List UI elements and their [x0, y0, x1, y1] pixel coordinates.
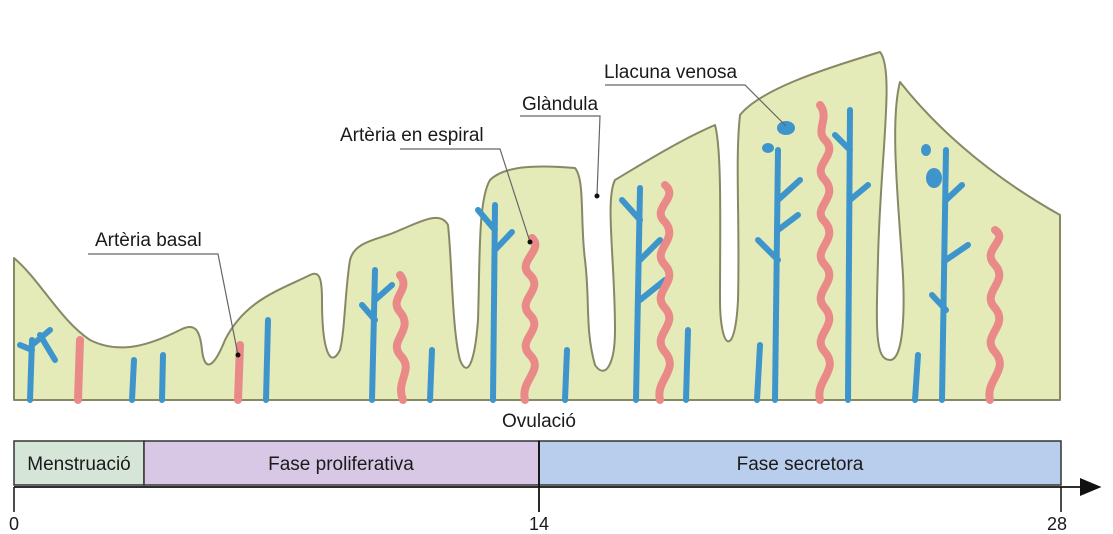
- label-llacuna-venosa: Llacuna venosa: [604, 62, 738, 83]
- label-ovulacio: Ovulació: [502, 411, 576, 432]
- label-arteria-espiral: Artèria en espiral: [340, 125, 484, 146]
- phase-label-menstruacio: Menstruació: [27, 454, 131, 475]
- tick-label-14: 14: [529, 514, 549, 534]
- basal-artery-pointer: [236, 353, 241, 358]
- label-arteria-basal: Artèria basal: [95, 230, 202, 251]
- tick-label-28: 28: [1047, 514, 1067, 534]
- phase-label-secretora: Fase secretora: [737, 454, 864, 475]
- gland-pointer: [595, 194, 600, 199]
- phase-label-proliferativa: Fase proliferativa: [268, 454, 414, 475]
- label-glandula: Glàndula: [522, 94, 598, 115]
- spiral-artery-pointer: [528, 240, 533, 245]
- tick-label-0: 0: [9, 514, 19, 534]
